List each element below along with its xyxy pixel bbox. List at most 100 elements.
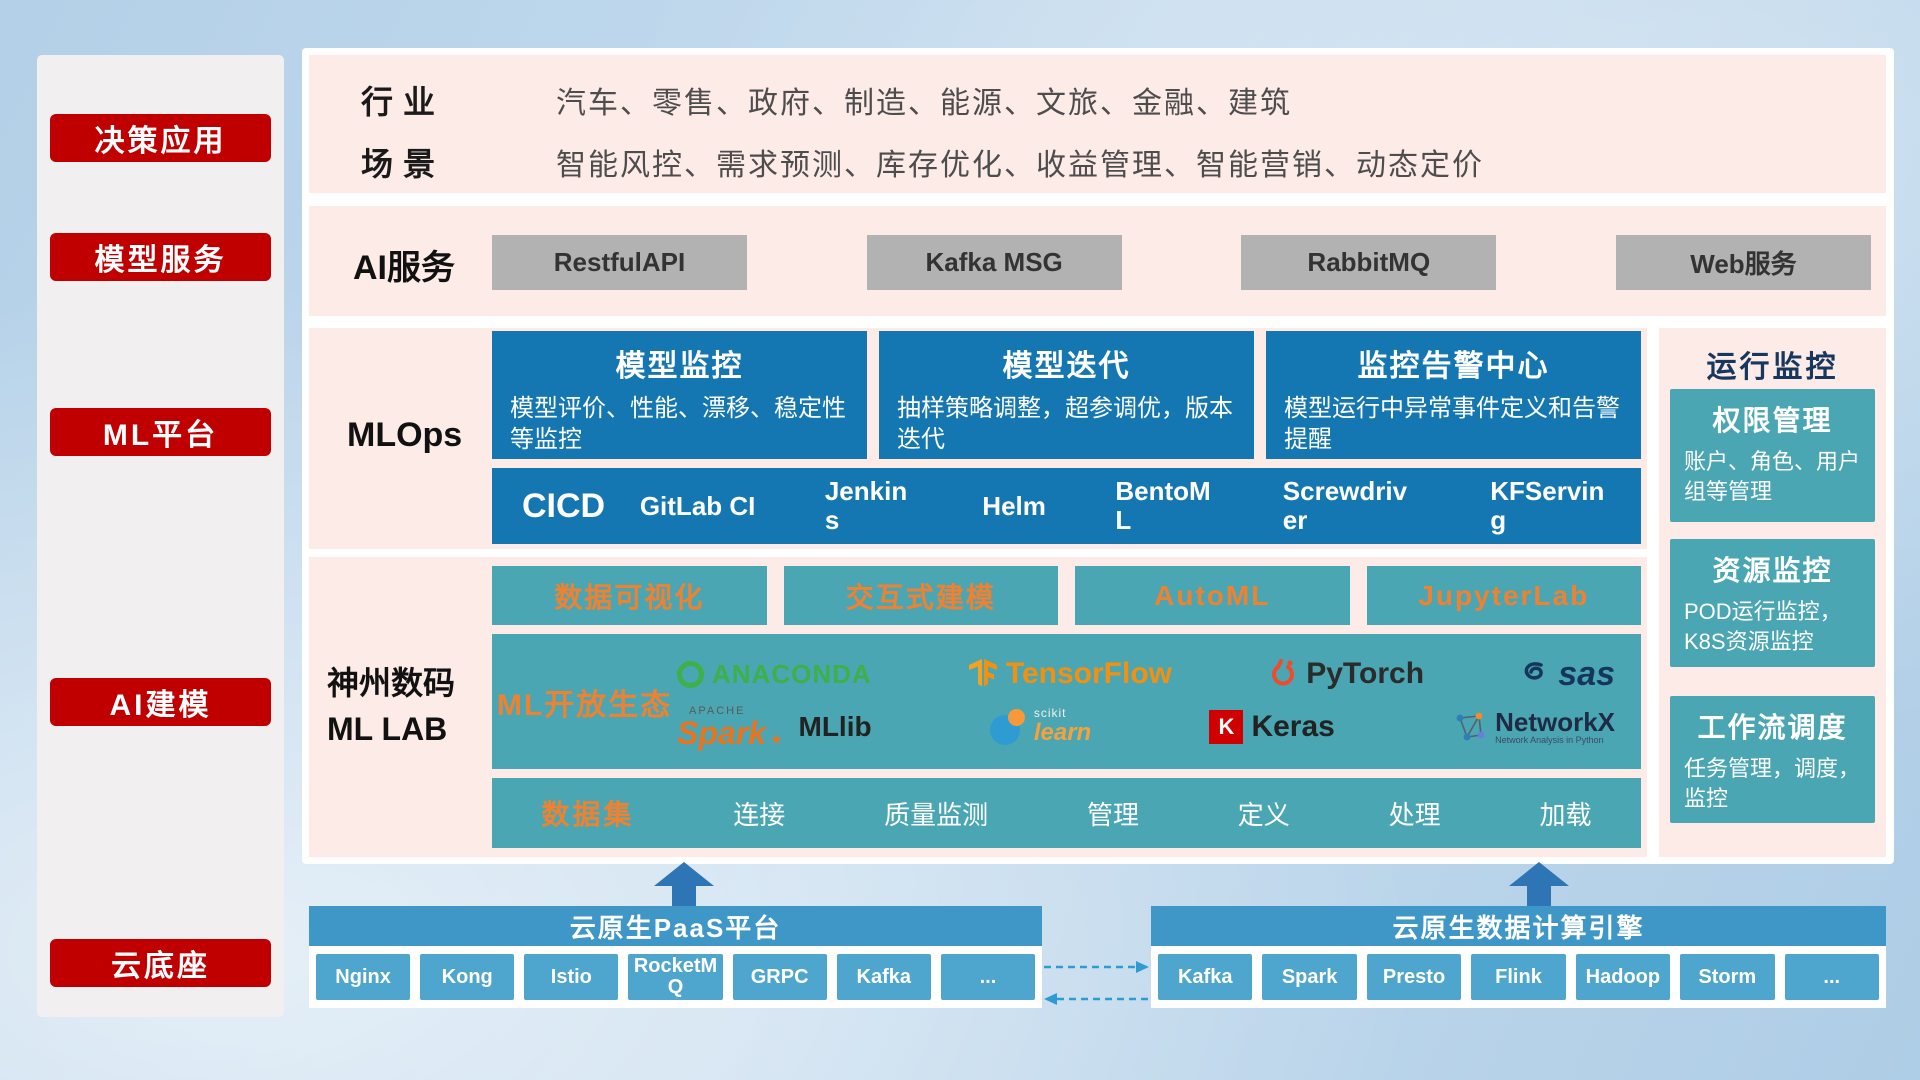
tensorflow-icon <box>968 659 997 687</box>
sas-logo: sas <box>1520 655 1615 694</box>
interactive-modeling-box: 交互式建模 <box>783 566 1058 625</box>
tensorflow-wordmark: TensorFlow <box>1005 657 1173 690</box>
spark-star-icon: ★ <box>769 730 783 747</box>
pytorch-wordmark: PyTorch <box>1306 657 1425 690</box>
data-flow-arrows-icon <box>1044 961 1149 1005</box>
kafka-chip: Kafka <box>836 954 931 1000</box>
kfserving-item: KFServing <box>1490 476 1605 535</box>
paas-platform-bar: 云原生PaaS平台 <box>309 906 1042 946</box>
ml-lab-tools-row: 数据可视化 交互式建模 AutoML JupyterLab <box>492 566 1641 625</box>
spark-mllib-logo: APACHE Spark★ MLlib <box>677 704 872 751</box>
sidebar-item-model-service: 模型服务 <box>50 233 271 281</box>
card-title: 模型监控 <box>615 350 744 383</box>
sas-icon <box>1524 662 1544 680</box>
card-desc: POD运行监控，K8S资源监控 <box>1684 599 1842 654</box>
bentoml-item: BentoML <box>1115 476 1211 535</box>
card-desc: 模型运行中异常事件定义和告警提醒 <box>1284 395 1620 454</box>
cicd-tools: GitLab CI Jenkins Helm BentoML Screwdriv… <box>605 477 1641 534</box>
restful-api-button: RestfulAPI <box>492 235 747 290</box>
card-desc: 任务管理，调度，监控 <box>1684 756 1861 811</box>
ml-lab-label-line1: 神州数码 <box>327 665 456 701</box>
spark-chip: Spark <box>1262 954 1357 1000</box>
rabbitmq-button: RabbitMQ <box>1241 235 1497 290</box>
dataset-item-connect: 连接 <box>733 799 786 830</box>
permission-management-card: 权限管理 账户、角色、用户组等管理 <box>1670 389 1875 522</box>
flink-chip: Flink <box>1471 954 1566 1000</box>
sidebar-item-ai-modeling: AI建模 <box>50 678 271 726</box>
scenario-list: 智能风控、需求预测、库存优化、收益管理、智能营销、动态定价 <box>556 149 1484 182</box>
pytorch-icon <box>1272 659 1295 686</box>
more-chip: ... <box>940 954 1035 1000</box>
ml-open-ecosystem-box: ML开放生态 ANACONDA TensorFlow <box>492 634 1641 769</box>
logo-row-1: ANACONDA TensorFlow <box>677 655 1615 694</box>
automl-box: AutoML <box>1075 566 1350 625</box>
tensorflow-logo: TensorFlow <box>968 657 1172 691</box>
jenkins-item: Jenkins <box>824 476 908 535</box>
scikit-learn-wordmark: scikit learn <box>1033 706 1092 747</box>
storm-chip: Storm <box>1680 954 1775 1000</box>
hadoop-chip: Hadoop <box>1575 954 1671 1000</box>
anaconda-wordmark: ANACONDA <box>712 658 872 689</box>
scikit-learn-icon <box>989 708 1026 745</box>
runtime-monitor-panel: 运行监控 权限管理 账户、角色、用户组等管理 资源监控 POD运行监控，K8S资… <box>1659 328 1886 857</box>
helm-item: Helm <box>982 490 1046 521</box>
resource-monitoring-card: 资源监控 POD运行监控，K8S资源监控 <box>1670 539 1875 667</box>
rocketmq-chip: RocketMQ <box>628 954 723 1000</box>
dataset-label: 数据集 <box>541 799 635 830</box>
card-title: 资源监控 <box>1712 555 1833 586</box>
card-title: 工作流调度 <box>1697 712 1848 743</box>
ai-service-label: AI服务 <box>353 249 455 287</box>
dataset-item-process: 处理 <box>1388 799 1441 830</box>
industry-panel: 行业 汽车、零售、政府、制造、能源、文旅、金融、建筑 场景 智能风控、需求预测、… <box>309 55 1886 193</box>
up-arrow-paas-icon <box>654 862 714 906</box>
data-visualization-box: 数据可视化 <box>492 566 767 625</box>
logo-row-2: APACHE Spark★ MLlib scikit learn <box>677 704 1615 751</box>
keras-logo: K Keras <box>1209 710 1335 744</box>
jupyterlab-box: JupyterLab <box>1366 566 1641 625</box>
industry-list: 汽车、零售、政府、制造、能源、文旅、金融、建筑 <box>556 87 1292 120</box>
sidebar-item-decision-apps: 决策应用 <box>50 114 271 162</box>
mlops-panel: MLOps 模型监控 模型评价、性能、漂移、稳定性等监控 模型迭代 抽样策略调整… <box>309 328 1647 549</box>
spark-wordmark: APACHE Spark★ <box>677 704 783 751</box>
model-monitoring-card: 模型监控 模型评价、性能、漂移、稳定性等监控 <box>492 331 867 459</box>
sidebar-item-ml-platform: ML平台 <box>50 408 271 456</box>
screwdriver-item: Screwdriver <box>1282 476 1408 535</box>
dataset-item-manage: 管理 <box>1086 799 1139 830</box>
nginx-chip: Nginx <box>316 954 411 1000</box>
mlops-cards: 模型监控 模型评价、性能、漂移、稳定性等监控 模型迭代 抽样策略调整，超参调优，… <box>492 331 1641 459</box>
industry-row: 行业 汽车、零售、政府、制造、能源、文旅、金融、建筑 <box>361 77 1292 123</box>
industry-label: 行业 <box>361 84 446 120</box>
presto-chip: Presto <box>1366 954 1462 1000</box>
card-title: 监控告警中心 <box>1357 350 1550 383</box>
networkx-icon <box>1456 712 1485 741</box>
dataset-item-quality: 质量监测 <box>884 799 989 830</box>
more-chip: ... <box>1784 954 1879 1000</box>
scikit-learn-logo: scikit learn <box>989 706 1092 747</box>
engine-chips: Kafka Spark Presto Flink Hadoop Storm ..… <box>1151 946 1886 1008</box>
ml-open-ecosystem-label: ML开放生态 <box>496 688 673 722</box>
anaconda-icon <box>677 660 704 688</box>
cicd-bar: CICD GitLab CI Jenkins Helm BentoML Scre… <box>492 468 1641 544</box>
anaconda-logo: ANACONDA <box>677 659 872 690</box>
kafka-chip: Kafka <box>1158 954 1253 1000</box>
paas-chips: Nginx Kong Istio RocketMQ GRPC Kafka ... <box>309 946 1042 1008</box>
dataset-bar: 数据集 连接 质量监测 管理 定义 处理 加载 <box>492 778 1641 848</box>
networkx-logo: NetworkX Network Analysis in Python <box>1453 708 1615 746</box>
ml-lab-panel: 神州数码 ML LAB 数据可视化 交互式建模 AutoML JupyterLa… <box>309 557 1647 857</box>
ml-lab-label-line2: ML LAB <box>327 711 448 748</box>
sas-wordmark: sas <box>1558 654 1615 693</box>
kong-chip: Kong <box>420 954 515 1000</box>
alert-center-card: 监控告警中心 模型运行中异常事件定义和告警提醒 <box>1266 331 1641 459</box>
istio-chip: Istio <box>524 954 619 1000</box>
card-title: 模型迭代 <box>1002 350 1131 383</box>
ai-service-buttons: RestfulAPI Kafka MSG RabbitMQ Web服务 <box>492 235 1871 290</box>
model-iteration-card: 模型迭代 抽样策略调整，超参调优，版本迭代 <box>879 331 1254 459</box>
web-service-button: Web服务 <box>1615 235 1871 290</box>
card-desc: 抽样策略调整，超参调优，版本迭代 <box>897 395 1233 454</box>
keras-icon: K <box>1209 710 1244 744</box>
card-desc: 模型评价、性能、漂移、稳定性等监控 <box>510 395 846 454</box>
gitlab-ci-item: GitLab CI <box>639 490 756 521</box>
networkx-wordmark: NetworkX Network Analysis in Python <box>1495 706 1615 746</box>
dataset-item-define: 定义 <box>1237 799 1290 830</box>
